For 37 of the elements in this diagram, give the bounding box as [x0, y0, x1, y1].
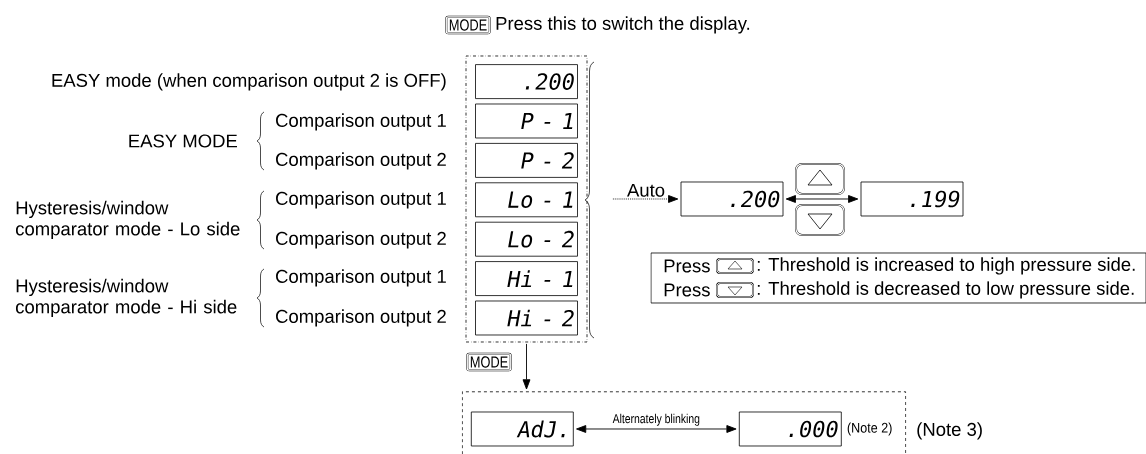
label-text: (Note 3)	[917, 422, 982, 440]
display-panel: .200	[475, 64, 578, 99]
display-panel: Hi - 2	[475, 300, 578, 336]
up-button	[795, 163, 845, 195]
label-text: EASY mode (when comparison output 2 is OFF)	[52, 73, 446, 91]
display-panel: AdJ.	[470, 411, 574, 447]
label-text: Comparison output 1	[276, 191, 446, 209]
display-panel: .199	[860, 181, 964, 217]
label-text: EASY MODE	[129, 134, 237, 148]
note-box: Press : Threshold is increased to high pressure side. Press : Threshold is decreased to low pressure side.	[650, 252, 1146, 304]
label-text: Hysteresis/window comparator mode - Lo side	[16, 200, 240, 240]
display-panel: Hi - 1	[475, 261, 578, 296]
label-text: Comparison output 1	[276, 113, 446, 131]
arrow	[522, 343, 531, 390]
label-text: Comparison output 2	[276, 231, 446, 249]
arrow	[576, 425, 737, 433]
dashed-frame	[461, 391, 907, 454]
display-panel: P - 2	[475, 143, 578, 178]
note-text: Press this to switch the display.	[496, 16, 750, 34]
dash-dot-frame	[465, 55, 588, 343]
mode-button: MODE	[445, 15, 491, 35]
edge-label: Alternately blinking	[612, 413, 700, 426]
label-text: Hysteresis/window comparator mode - Hi side	[16, 278, 237, 318]
display-panel: Lo - 1	[475, 182, 578, 218]
display-panel: P - 1	[475, 103, 578, 139]
label-text: Comparison output 2	[276, 152, 446, 170]
display-panel: .200	[680, 181, 784, 217]
note-text: (Note 2)	[847, 422, 892, 436]
arrow	[785, 195, 859, 203]
mode-button: MODE	[466, 352, 512, 372]
display-panel: Lo - 2	[475, 221, 578, 257]
display-panel: .000	[738, 411, 842, 447]
down-button	[795, 204, 845, 236]
edge-label: Auto	[627, 183, 665, 197]
arrow	[612, 195, 679, 203]
label-text: Comparison output 2	[276, 309, 446, 327]
label-text: Comparison output 1	[276, 269, 446, 287]
